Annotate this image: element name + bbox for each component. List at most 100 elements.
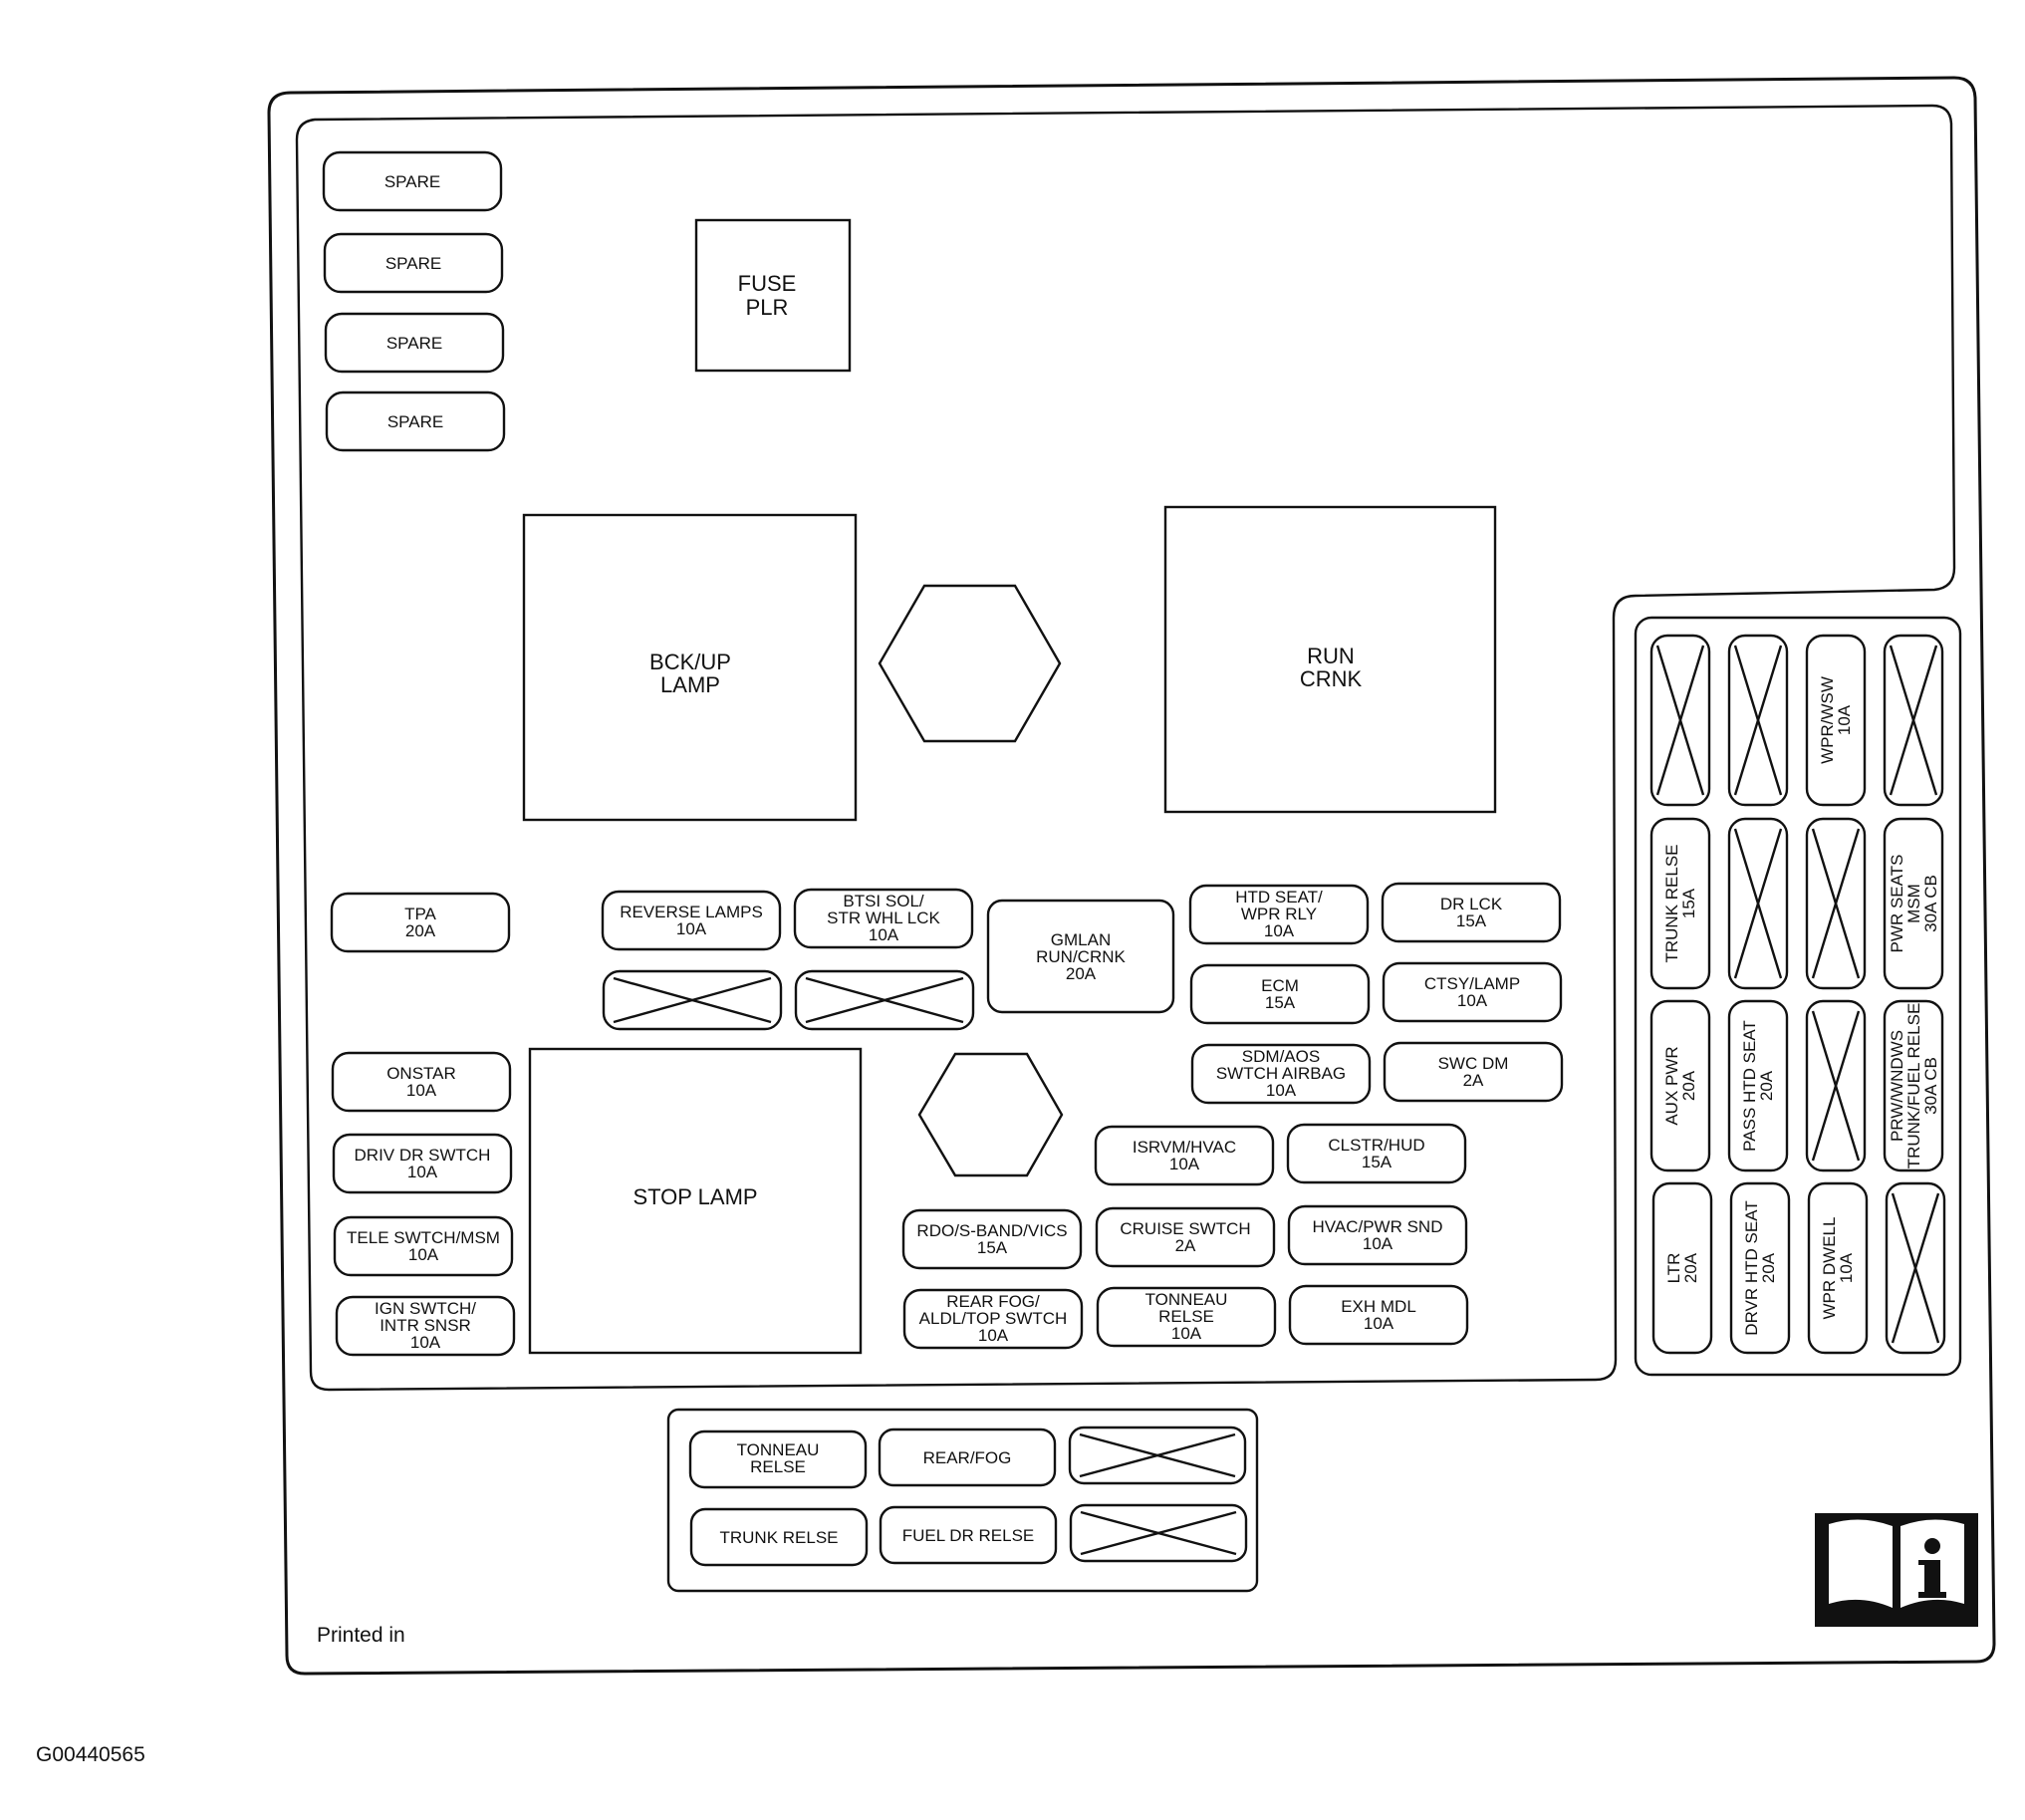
relay-run-crnk: RUN CRNK [1163,505,1497,814]
relay-fuse-plr-line2: PLR [746,295,789,320]
fuse-isrvm-hvac: ISRVM/HVAC 10A [1094,1125,1275,1186]
fuse-prw-wndws: PRW/WNDWS TRUNK/FUEL RELSE 30A CB [1883,999,1944,1172]
fuse-tele-swtch-msm: TELE SWTCH/MSM 10A [333,1215,514,1277]
fuse-clstr-hud-line1: CLSTR/HUD [1328,1136,1424,1155]
fuse-hvac-pwr-snd: HVAC/PWR SND 10A [1287,1204,1468,1266]
fuse-pwr-seats-line2: MSM [1904,884,1923,923]
fuse-wpr-wsw-line2: 10A [1835,704,1854,735]
hex-stud-lower [917,1052,1064,1177]
fuse-swc-dm: SWC DM 2A [1383,1041,1564,1103]
relay-empty-1 [1068,1426,1247,1485]
fuse-clstr-hud: CLSTR/HUD 15A [1286,1123,1467,1184]
fuse-ctsy-lamp-line1: CTSY/LAMP [1424,974,1520,993]
fuse-reverse-lamps-line1: REVERSE LAMPS [620,903,763,921]
fuse-spare-1-label: SPARE [384,172,440,191]
fuse-htd-seat: HTD SEAT/ WPR RLY 10A [1188,884,1370,945]
fuse-wpr-dwell-line2: 10A [1837,1252,1856,1283]
fuse-tpa: TPA 20A [330,892,511,953]
fuse-gmlan-line1: GMLAN [1051,930,1111,949]
fuse-empty-r2c2 [1727,817,1789,990]
fuse-ltr-line2: 20A [1681,1252,1700,1283]
fuse-empty-r1c1 [1649,634,1711,807]
fuse-empty-r1c4 [1883,634,1944,807]
fuse-exh-mdl-line2: 10A [1364,1314,1394,1333]
fuse-rear-fog-aldl-line1: REAR FOG/ [946,1292,1040,1311]
fuse-cruise-swtch: CRUISE SWTCH 2A [1095,1206,1276,1268]
fuse-cruise-swtch-line2: 2A [1175,1236,1196,1255]
fuse-reverse-lamps: REVERSE LAMPS 10A [601,890,782,951]
right-fuse-block [1634,616,1962,1377]
relay-trunk-relse: TRUNK RELSE [689,1507,869,1567]
fuse-trunk-relse-line2: 15A [1679,888,1698,918]
fuse-aux-pwr-line2: 20A [1679,1070,1698,1101]
fuse-pwr-seats-line1: PWR SEATS [1888,855,1906,953]
info-manual-icon [1815,1513,1978,1627]
fuse-pwr-seats-line3: 30A CB [1921,875,1940,932]
fuse-btsi-sol-line3: 10A [869,925,899,944]
fuse-empty-1 [602,969,783,1031]
relay-trunk-relse-label: TRUNK RELSE [719,1528,838,1547]
fuse-tonneau-relse: TONNEAU RELSE 10A [1096,1286,1277,1348]
fuse-btsi-sol: BTSI SOL/ STR WHL LCK 10A [793,888,974,949]
fuse-gmlan-line3: 20A [1066,964,1097,983]
fuse-ctsy-lamp: CTSY/LAMP 10A [1382,961,1563,1023]
fuse-empty-2 [794,969,975,1031]
relay-fuse-plr: FUSE PLR [694,218,852,373]
fuse-aux-pwr-line1: AUX PWR [1662,1046,1681,1125]
fuse-spare-3-label: SPARE [386,334,442,353]
fuse-onstar-line1: ONSTAR [386,1064,456,1083]
fuse-onstar-line2: 10A [406,1081,437,1100]
fuse-wpr-wsw: WPR/WSW 10A [1805,634,1867,807]
fuse-btsi-sol-line2: STR WHL LCK [827,909,940,927]
fuse-ecm-line2: 15A [1265,993,1296,1012]
printed-in-label: Printed in [317,1624,405,1647]
fuse-driv-dr-swtch: DRIV DR SWTCH 10A [332,1133,513,1194]
fuse-gmlan: GMLAN RUN/CRNK 20A [986,899,1175,1014]
fuse-ign-swtch-line1: IGN SWTCH/ [375,1299,476,1318]
fuse-spare-4-label: SPARE [387,412,443,431]
fuse-pass-htd-seat-line2: 20A [1757,1070,1776,1101]
hex-stud-upper [878,584,1062,743]
fuse-hvac-pwr-snd-line2: 10A [1363,1234,1393,1253]
fuse-rdo-line2: 15A [977,1238,1008,1257]
relay-rear-fog: REAR/FOG [878,1428,1057,1487]
fuse-tonneau-relse-line3: 10A [1171,1324,1202,1343]
fuse-reverse-lamps-line2: 10A [676,919,707,938]
fuse-dr-lck: DR LCK 15A [1381,882,1562,943]
fuse-swc-dm-line2: 2A [1463,1071,1484,1090]
relay-bck-up-lamp-line2: LAMP [660,672,720,697]
fuse-drvr-htd-seat: DRVR HTD SEAT 20A [1729,1181,1791,1355]
relay-empty-2 [1069,1503,1248,1563]
relay-bck-up-lamp: BCK/UP LAMP [522,513,858,822]
relay-run-crnk-line1: RUN [1307,644,1355,668]
fuse-sdm-aos-line1: SDM/AOS [1242,1047,1320,1066]
fuse-tele-swtch-msm-line1: TELE SWTCH/MSM [347,1228,500,1247]
fuse-htd-seat-line3: 10A [1264,921,1295,940]
fuse-wpr-dwell: WPR DWELL 10A [1807,1181,1869,1355]
fuse-ltr: LTR 20A [1651,1181,1713,1355]
fuse-cruise-swtch-line1: CRUISE SWTCH [1120,1219,1250,1238]
fuse-empty-r3c3 [1805,999,1867,1172]
relay-tonneau-relse-line2: RELSE [750,1457,806,1476]
fuse-exh-mdl: EXH MDL 10A [1288,1284,1469,1346]
fuse-dr-lck-line1: DR LCK [1440,895,1503,913]
fuse-ecm: ECM 15A [1189,963,1371,1025]
fuse-dr-lck-line2: 15A [1456,911,1487,930]
fuse-trunk-relse-line1: TRUNK RELSE [1662,844,1681,962]
fuse-ign-swtch-line2: INTR SNSR [380,1316,471,1335]
fuse-hvac-pwr-snd-line1: HVAC/PWR SND [1313,1217,1443,1236]
fuse-empty-r4c4 [1885,1181,1946,1355]
fuse-wpr-wsw-line1: WPR/WSW [1818,676,1837,764]
fuse-pass-htd-seat: PASS HTD SEAT 20A [1727,999,1789,1172]
fuse-gmlan-line2: RUN/CRNK [1036,947,1126,966]
fuse-isrvm-hvac-line1: ISRVM/HVAC [1133,1138,1236,1157]
fuse-pass-htd-seat-line1: PASS HTD SEAT [1740,1020,1759,1152]
fuse-driv-dr-swtch-line1: DRIV DR SWTCH [355,1146,491,1165]
figure-id: G00440565 [36,1743,145,1766]
fuse-tele-swtch-msm-line2: 10A [408,1245,439,1264]
fuse-sdm-aos-line3: 10A [1266,1081,1297,1100]
fuse-btsi-sol-line1: BTSI SOL/ [843,892,924,910]
fuse-tpa-line1: TPA [404,905,436,923]
fuse-ltr-line1: LTR [1664,1253,1683,1284]
